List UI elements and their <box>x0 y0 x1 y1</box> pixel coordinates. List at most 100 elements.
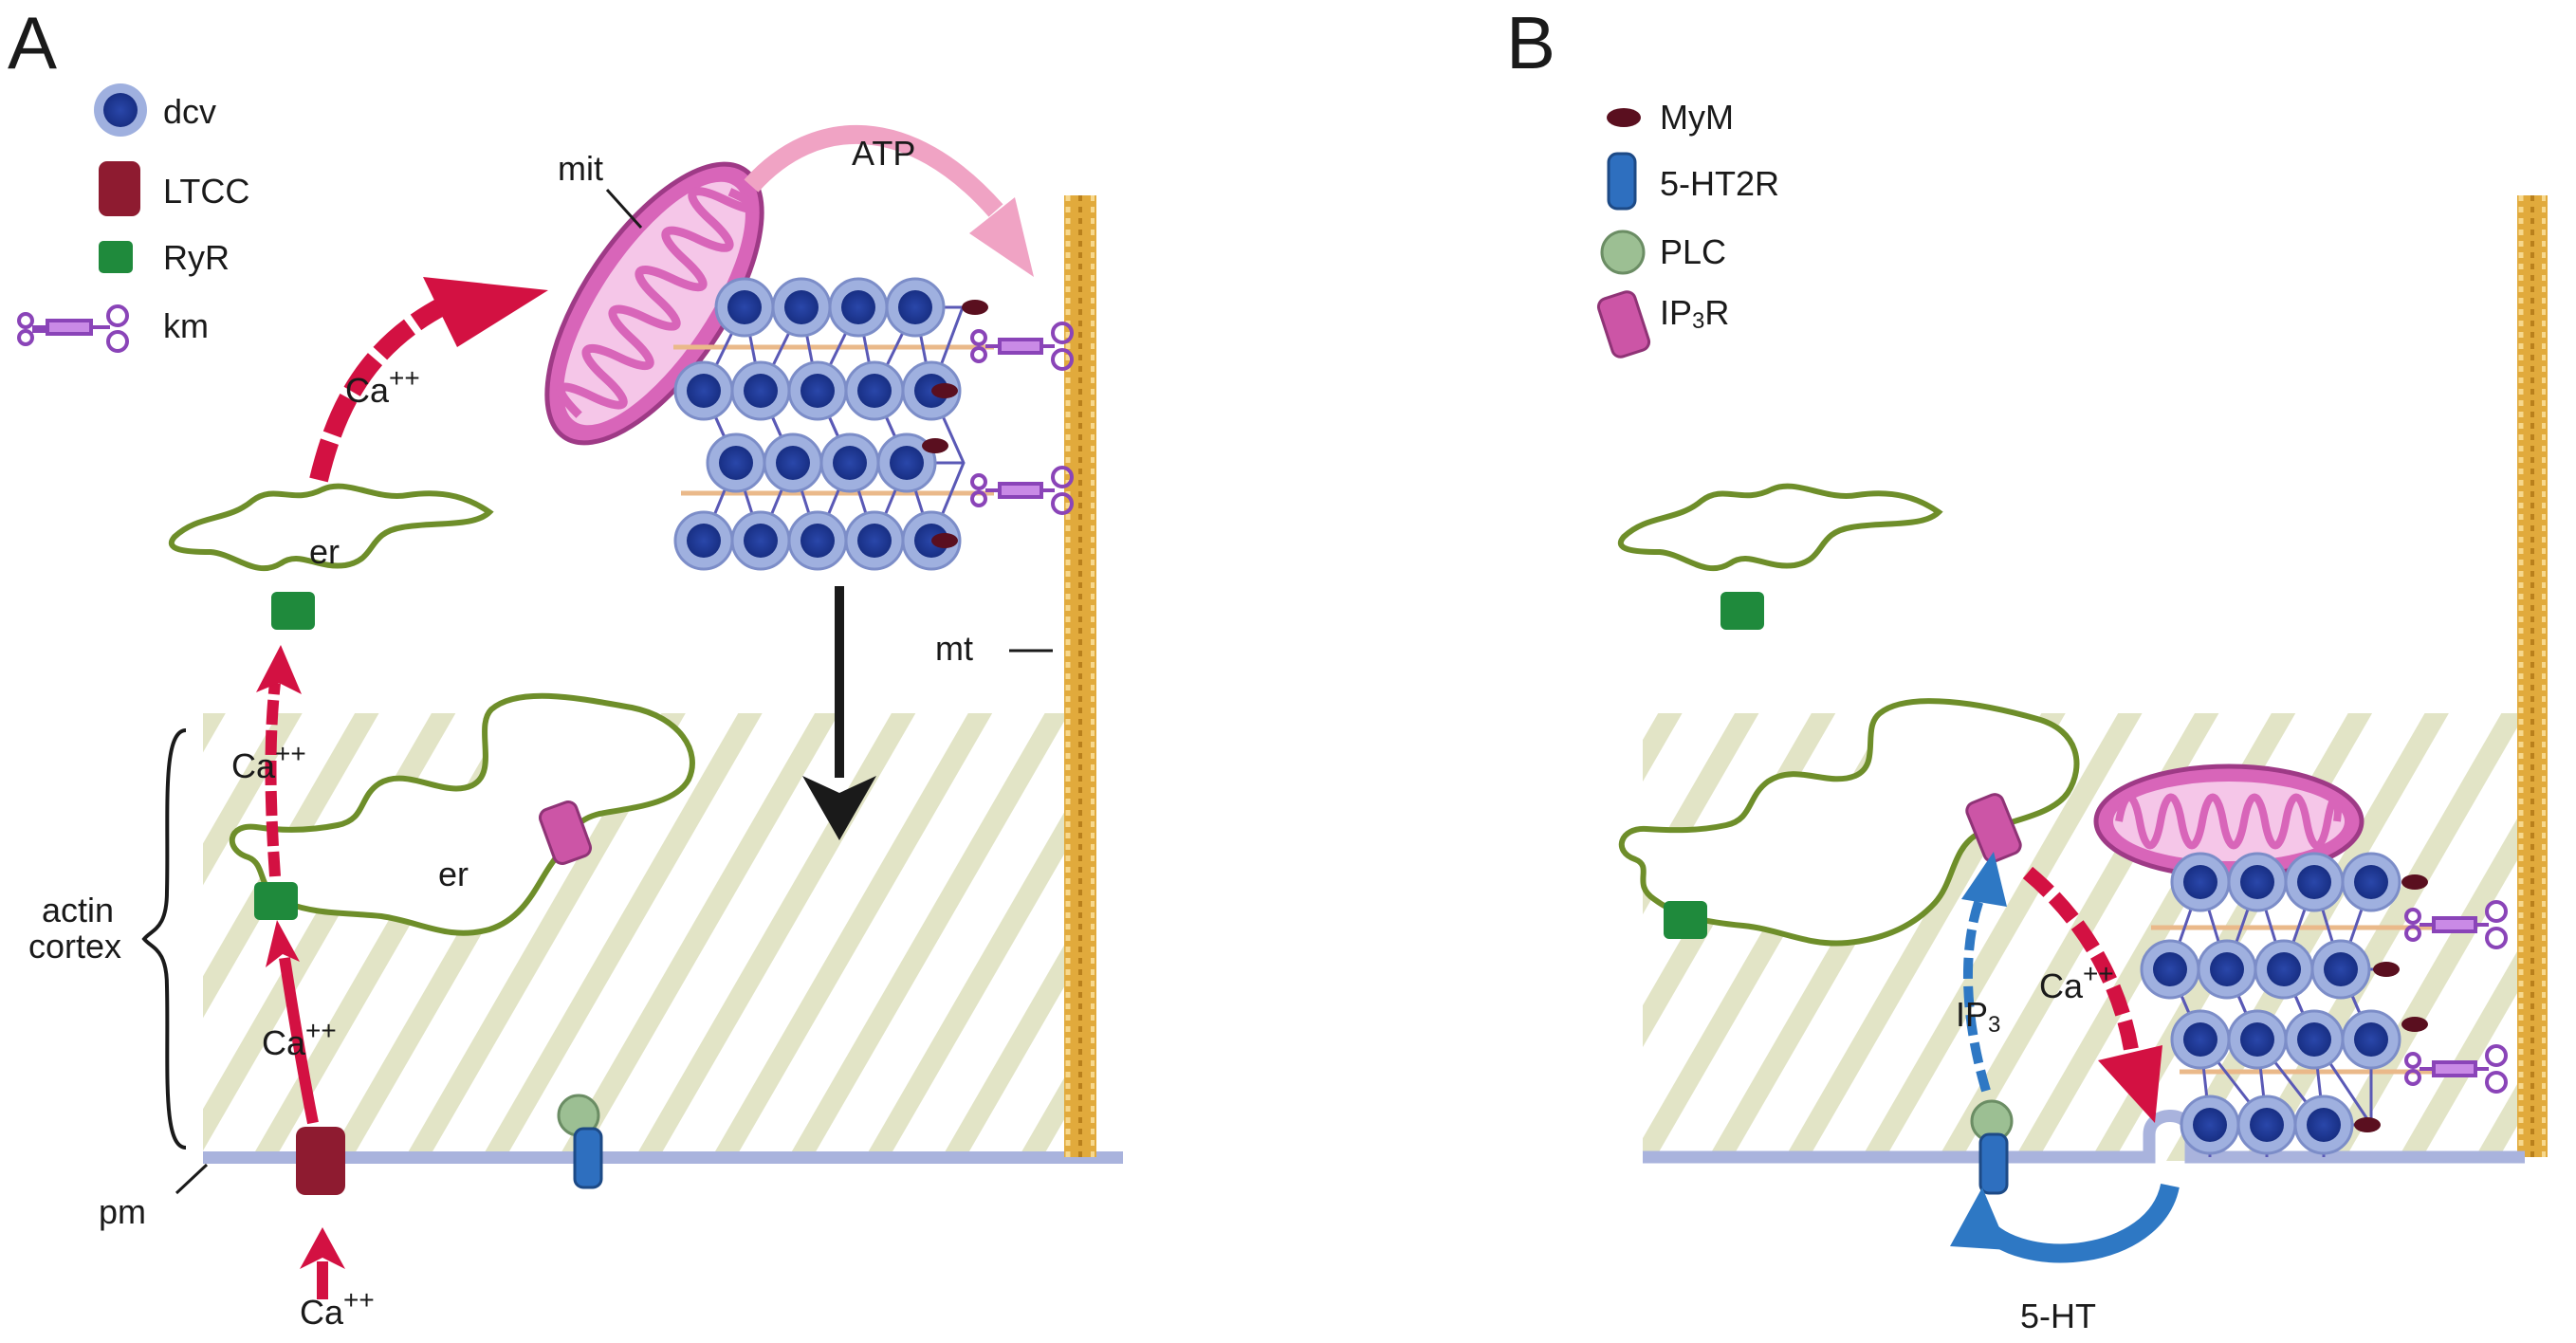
mitochondrion-a <box>544 161 764 446</box>
dcv-vesicle <box>2284 852 2345 912</box>
ip3r-legend-icon <box>1596 290 1651 359</box>
er-lower-b <box>1618 698 2080 947</box>
ryr-channel-upper-b <box>1720 592 1764 630</box>
dcv-cluster-b <box>2140 852 2401 1157</box>
dcv-vesicle <box>844 360 905 421</box>
ryr-legend-icon <box>99 241 133 273</box>
legend-mym-label: MyM <box>1660 98 1734 137</box>
dcv-vesicle <box>2180 1095 2240 1155</box>
dcv-vesicle <box>763 432 823 493</box>
ryr-channel-lower-a <box>254 882 298 920</box>
mit-label: mit <box>558 149 603 188</box>
mt-label: mt <box>935 629 973 668</box>
5ht2r-receptor-b <box>1978 1132 2009 1195</box>
ca-label-a-bottom: Ca++ <box>300 1285 375 1332</box>
dcv-vesicle <box>706 432 766 493</box>
ip3r-receptor-b <box>1965 793 2022 863</box>
actin-label-line1: actin <box>42 891 114 929</box>
dcv-vesicle <box>787 360 848 421</box>
ip3r-receptor-a <box>538 800 593 865</box>
serotonin-label: 5-HT <box>2020 1297 2096 1335</box>
dcv-vesicle <box>714 277 775 338</box>
plc-legend-icon <box>1600 230 1646 275</box>
er-upper-b <box>1617 483 1943 572</box>
ltcc-legend-icon <box>99 161 140 216</box>
serotonin-arrow <box>1975 1183 2180 1263</box>
legend-5ht2r-label: 5-HT2R <box>1660 164 1779 203</box>
mym-motors-a <box>922 300 988 548</box>
panel-a: A dcv LTCC RyR km <box>8 1 1123 1332</box>
mym-legend-icon <box>1607 108 1641 127</box>
5ht2r-legend-icon <box>1607 152 1637 211</box>
ryr-channel-lower-b <box>1664 901 1707 939</box>
pm-label: pm <box>99 1192 146 1231</box>
dcv-vesicle <box>2293 1095 2354 1155</box>
legend-ip3r-label: IP3R <box>1660 293 1729 334</box>
5ht2r-receptor-a <box>573 1127 603 1189</box>
dcv-vesicle <box>844 510 905 571</box>
plasma-membrane-a <box>203 1151 1123 1164</box>
dcv-vesicle <box>2227 1009 2288 1070</box>
ca-arrowhead-b <box>2098 1045 2162 1123</box>
ca-label-a-top: Ca++ <box>345 363 420 410</box>
atp-label: ATP <box>852 134 915 173</box>
dcv-vesicle <box>730 510 791 571</box>
legend-b: MyM 5-HT2R PLC IP3R <box>1596 98 1779 359</box>
transport-arrow-shaft <box>835 586 844 778</box>
transport-arrowhead <box>802 776 876 840</box>
dcv-vesicle <box>885 277 946 338</box>
km-motor-b2 <box>2404 1044 2508 1094</box>
dcv-vesicle <box>673 360 734 421</box>
er-lower-a <box>229 692 695 936</box>
legend-ltcc-label: LTCC <box>163 172 249 211</box>
er-upper-label: er <box>309 532 340 571</box>
pm-pointer <box>175 1163 209 1195</box>
mitochondrion-b <box>2093 763 2364 879</box>
dcv-vesicle <box>771 277 832 338</box>
ca-label-b: Ca++ <box>2039 959 2114 1005</box>
legend-ryr-label: RyR <box>163 238 230 277</box>
actin-label-line2: cortex <box>28 927 121 966</box>
km-motor-a1 <box>970 322 1074 371</box>
legend-dcv-label: dcv <box>163 92 216 131</box>
er-upper-a <box>168 483 494 572</box>
ip3-arrowhead <box>1961 852 2007 907</box>
er-lower-label: er <box>438 855 469 893</box>
panel-b-letter: B <box>1506 1 1555 84</box>
ryr-channel-upper-a <box>271 592 315 630</box>
atp-arrowhead <box>969 197 1034 277</box>
dcv-vesicle <box>2227 852 2288 912</box>
ca-arrows-a <box>256 277 548 1299</box>
dcv-vesicle <box>673 510 734 571</box>
dcv-vesicle <box>2254 939 2314 1000</box>
dcv-vesicle <box>787 510 848 571</box>
dcv-vesicle <box>2341 852 2401 912</box>
microtubule-b <box>2517 195 2548 1157</box>
dcv-vesicle <box>2341 1009 2401 1070</box>
mit-pointer <box>605 188 643 230</box>
dcv-vesicle <box>2140 939 2200 1000</box>
dcv-vesicle <box>2170 1009 2231 1070</box>
dcv-vesicle <box>2284 1009 2345 1070</box>
serotonin-arrowhead <box>1950 1187 2009 1250</box>
ltcc-channel-a <box>296 1127 345 1195</box>
dcv-vesicle <box>2236 1095 2297 1155</box>
dcv-cluster-a <box>673 277 966 571</box>
actin-cortex-brace <box>141 728 187 1150</box>
legend-km-label: km <box>163 306 209 345</box>
mym-motors-b <box>2354 874 2428 1132</box>
atp-arrow <box>744 124 1003 217</box>
dcv-vesicle <box>2197 939 2257 1000</box>
panel-a-letter: A <box>8 1 57 84</box>
dcv-legend-icon <box>94 83 147 137</box>
legend-plc-label: PLC <box>1660 232 1726 271</box>
panel-b: B MyM 5-HT2R PLC IP3R <box>1506 1 2548 1335</box>
ip3-arrow <box>1962 885 1991 1093</box>
dcv-vesicle <box>828 277 889 338</box>
ca-arrow-b <box>2022 866 2142 1073</box>
legend-a: dcv LTCC RyR km <box>17 83 249 353</box>
dcv-vesicle <box>2170 852 2231 912</box>
ca-label-a-lower: Ca++ <box>262 1016 337 1062</box>
ca-label-a-middle: Ca++ <box>231 739 306 785</box>
